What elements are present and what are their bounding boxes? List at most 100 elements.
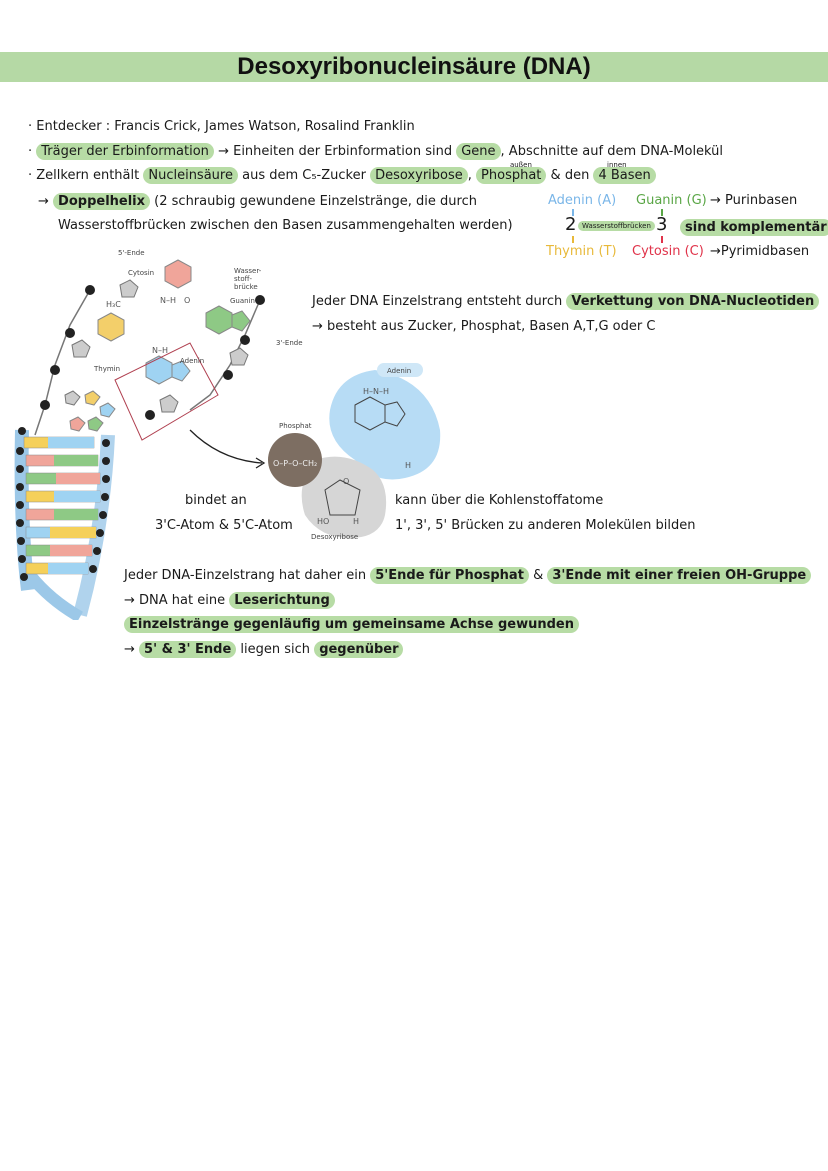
helix-phosphates [16, 427, 110, 581]
svg-text:N–H: N–H [160, 296, 176, 305]
phosphat-region [268, 433, 322, 487]
helix-rungs [23, 436, 101, 575]
svg-text:O: O [343, 477, 349, 486]
svg-text:stoff-: stoff- [234, 275, 252, 283]
adenin-badge [377, 363, 423, 377]
label-purinbasen: → Purinbasen [710, 193, 798, 208]
label-pyrimidbasen: →Pyrimidbasen [710, 244, 810, 259]
hl-gegenueber: gegenüber [314, 641, 404, 658]
arrow: → [124, 593, 135, 608]
helix-line-1: → Doppelhelix (2 schraubig gewundene Ein… [38, 193, 477, 210]
note-atom: 3'C-Atom & 5'C-Atom [155, 518, 293, 533]
svg-text:H: H [353, 517, 359, 526]
hl-phosphat: Phosphat [476, 167, 547, 184]
zucker-text: aus dem C₅-Zucker [242, 168, 366, 183]
label-guanin: Guanin (G) [636, 193, 707, 208]
title-bar [0, 52, 828, 82]
svg-text:brücke: brücke [234, 283, 258, 291]
hl-4-basen: 4 Basen [593, 167, 656, 184]
ends-line-1: Jeder DNA-Einzelstrang hat daher ein 5'E… [124, 567, 812, 584]
zellkern-text: Zellkern enthält [36, 168, 140, 183]
note-bindet: bindet an [185, 493, 247, 508]
label-innen: innen [607, 161, 627, 169]
connector-adenin [572, 209, 574, 216]
label-aussen: außen [510, 161, 532, 169]
bullet-erbinformation: · Träger der Erbinformation → Einheiten … [28, 143, 724, 160]
bullet-zellkern: · Zellkern enthält Nucleinsäure aus dem … [28, 167, 656, 184]
connector-cytosin [661, 236, 663, 243]
helix-text: (2 schraubig gewundene Einzelstränge, di… [154, 194, 477, 209]
leserichtung-text: DNA hat eine [139, 593, 226, 608]
hl-wasserstoffbruecken: Wasserstoffbrücken [578, 221, 655, 231]
hl-traeger: Träger der Erbinformation [36, 143, 214, 160]
amp: & [533, 568, 544, 583]
hl-desoxyribose: Desoxyribose [370, 167, 468, 184]
note-bruecken: 1', 3', 5' Brücken zu anderen Molekülen … [395, 518, 696, 533]
svg-text:O–P–O–CH₂: O–P–O–CH₂ [273, 459, 317, 468]
svg-text:HO: HO [317, 517, 329, 526]
fig-label-cytosin: Cytosin [128, 269, 154, 277]
hl-5-ende: 5'Ende für Phosphat [370, 567, 529, 584]
adenin-region [329, 370, 441, 480]
hl-nucleinsaeure: Nucleinsäure [143, 167, 238, 184]
arrow: → [124, 642, 135, 657]
hl-5-3-ende: 5' & 3' Ende [139, 641, 237, 658]
svg-text:N–H: N–H [152, 346, 168, 355]
label-adenin: Adenin (A) [548, 193, 617, 208]
discoverers-text: Francis Crick, James Watson, Rosalind Fr… [114, 119, 415, 134]
fig-label-3-ende: 3'-Ende [276, 339, 303, 347]
svg-text:H–N–H: H–N–H [363, 387, 389, 396]
hl-komplementaer: sind komplementär [680, 219, 828, 236]
strand-text-2: besteht aus Zucker, Phosphat, Basen A,T,… [327, 319, 656, 334]
hl-3-ende: 3'Ende mit einer freien OH-Gruppe [547, 567, 812, 584]
strand-line-2: → besteht aus Zucker, Phosphat, Basen A,… [312, 319, 655, 334]
dna-structure-figure: Cytosin Wasser- stoff- brücke Guanin Thy… [14, 249, 303, 620]
ends-line-3: Einzelstränge gegenläufig um gemeinsame … [124, 616, 579, 633]
einheiten-text: Einheiten der Erbinformation sind [233, 144, 453, 159]
fig-label-guanin: Guanin [230, 297, 255, 305]
amp-den: & den [550, 168, 590, 183]
desoxyribose-region [301, 456, 387, 538]
fig-label-thymin: Thymin [93, 365, 120, 373]
note-kann: kann über die Kohlenstoffatome [395, 493, 604, 508]
strand-line-1: Jeder DNA Einzelstrang entsteht durch Ve… [312, 293, 820, 310]
ends-text: Jeder DNA-Einzelstrang hat daher ein [124, 568, 367, 583]
svg-text:O: O [184, 296, 190, 305]
nuc-label-phosphat: Phosphat [279, 422, 312, 430]
fig-label-wasserstoff: Wasser- [234, 267, 262, 275]
helix-line-2: Wasserstoffbrücken zwischen den Basen zu… [58, 218, 513, 233]
hl-leserichtung: Leserichtung [229, 592, 335, 609]
label-two-bonds: 2 [565, 214, 577, 235]
page-title: Desoxyribonucleinsäure (DNA) [237, 53, 591, 80]
fig-label-adenin: Adenin [180, 357, 204, 365]
label-cytosin: Cytosin (C) [632, 244, 704, 259]
bullet-dot: · [28, 144, 33, 159]
ends-line-4: → 5' & 3' Ende liegen sich gegenüber [124, 641, 404, 658]
discoverers-label: Entdecker : [36, 119, 111, 134]
arrow: → [312, 319, 323, 334]
hl-gegenlaeufig: Einzelstränge gegenläufig um gemeinsame … [124, 616, 579, 633]
arrow: → [218, 144, 229, 159]
abschnitte-text: , Abschnitte auf dem DNA-Molekül [500, 144, 724, 159]
fig-label-5-ende: 5'-Ende [118, 249, 145, 257]
bullet-dot: · [28, 119, 33, 134]
svg-text:H: H [405, 461, 411, 470]
hl-doppelhelix: Doppelhelix [53, 193, 151, 210]
label-three-bonds: 3 [656, 214, 668, 235]
connector-thymin [572, 236, 574, 243]
comma: , [467, 168, 472, 183]
connector-guanin [661, 209, 663, 216]
nuc-label-adenin: Adenin [387, 367, 411, 375]
svg-text:H₃C: H₃C [106, 300, 121, 309]
bullet-dot: · [28, 168, 33, 183]
strand-text: Jeder DNA Einzelstrang entsteht durch [312, 294, 563, 309]
bullet-discoverers: · Entdecker : Francis Crick, James Watso… [28, 119, 415, 134]
liegen-text: liegen sich [240, 642, 311, 657]
hl-gene: Gene [456, 143, 501, 160]
ends-line-2: → DNA hat eine Leserichtung [124, 592, 335, 609]
nuc-label-desoxyribose: Desoxyribose [311, 533, 358, 541]
nucleotide-figure: Adenin Phosphat O–P–O–CH₂ O HO H H–N–H H… [268, 363, 441, 541]
arrow: → [38, 194, 49, 209]
hl-verkettung: Verkettung von DNA-Nucleotiden [566, 293, 820, 310]
label-thymin: Thymin (T) [546, 244, 617, 259]
